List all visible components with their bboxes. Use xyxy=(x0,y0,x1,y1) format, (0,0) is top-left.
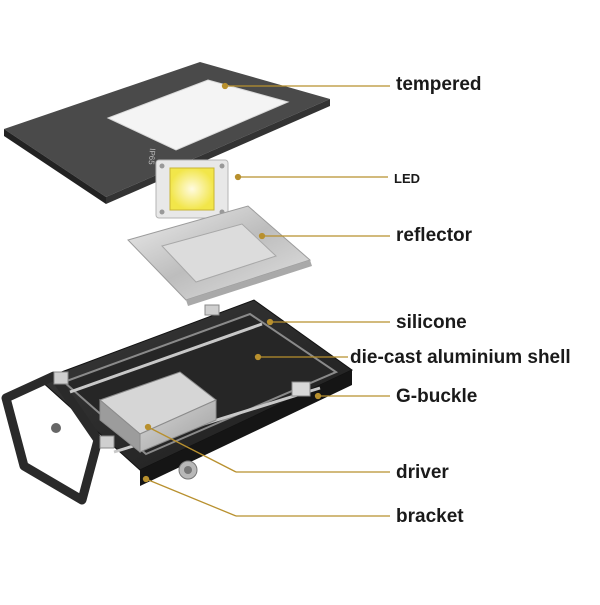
label-reflector: reflector xyxy=(396,225,473,246)
label-driver: driver xyxy=(396,462,449,483)
label-silicone: silicone xyxy=(396,312,467,333)
cable-gland xyxy=(178,460,198,480)
tempered-glass: IP65 xyxy=(4,62,330,204)
label-g-buckle: G-buckle xyxy=(396,386,478,407)
ip65-marking: IP65 xyxy=(147,148,157,166)
label-shell: die-cast aluminium shell xyxy=(350,347,571,368)
leader-lines xyxy=(142,82,390,517)
reflector xyxy=(127,205,312,306)
label-tempered: tempered xyxy=(396,74,482,95)
driver xyxy=(99,371,217,454)
label-led: LED xyxy=(394,171,420,186)
led-module xyxy=(155,159,229,219)
bracket xyxy=(1,371,103,505)
label-bracket: bracket xyxy=(396,506,464,527)
